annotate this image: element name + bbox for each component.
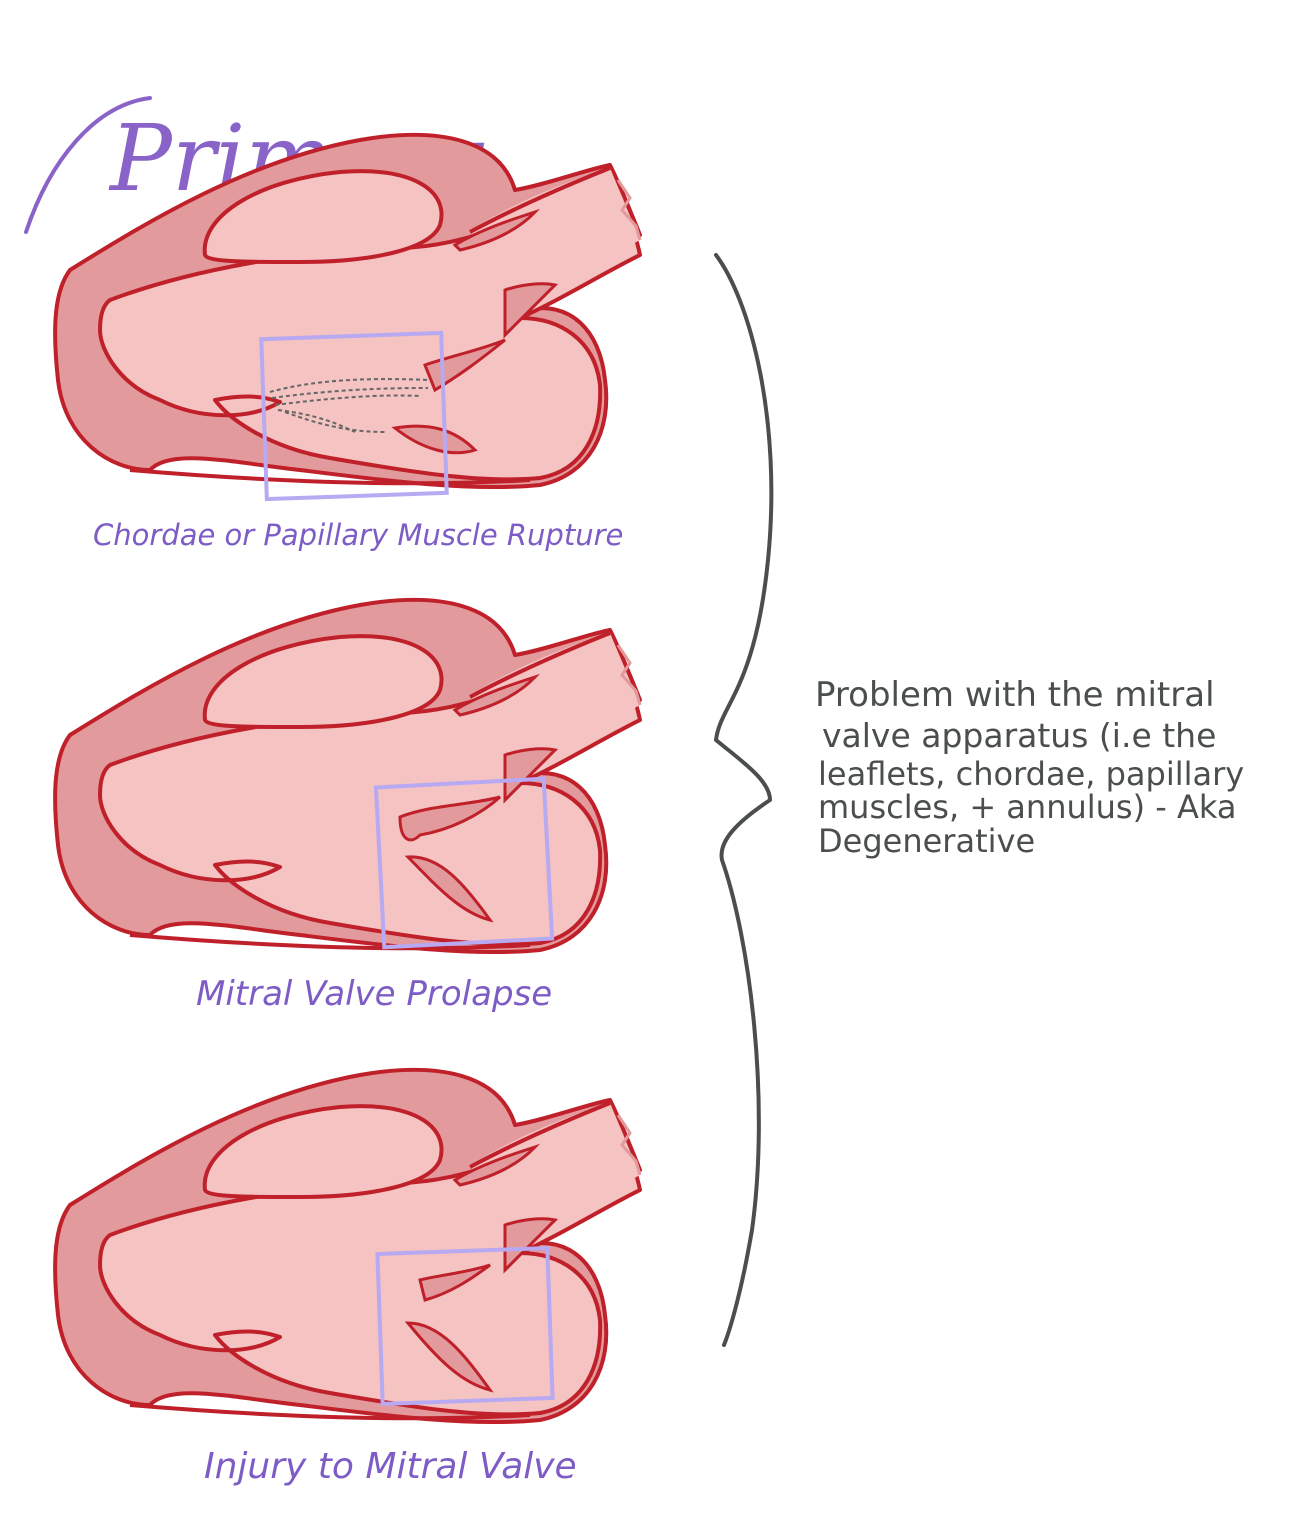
mitral-leaflet-upper — [423, 338, 506, 393]
prolapsed-leaflet-upper — [398, 795, 502, 842]
title-swash — [24, 96, 152, 234]
note-line-2: valve apparatus (i.e the — [822, 716, 1216, 755]
prolapsed-leaflet-lower — [404, 855, 494, 923]
heart-diagram-mitral-injury: Injury to Mitral Valve — [53, 1067, 642, 1487]
curly-brace — [714, 253, 774, 1347]
mitral-leaflet-lower — [391, 424, 478, 455]
note-line-4: muscles, + annulus) - Aka — [818, 788, 1236, 826]
caption-mitral-injury: Injury to Mitral Valve — [204, 1446, 577, 1487]
ruptured-chordae — [269, 378, 431, 433]
injured-leaflet-lower — [404, 1321, 494, 1393]
heart-diagram-chordae-rupture: Chordae or Papillary Muscle Rupture — [53, 132, 642, 552]
highlight-box-mitral — [373, 776, 555, 950]
caption-mitral-prolapse: Mitral Valve Prolapse — [196, 974, 552, 1014]
heart-diagram-mitral-prolapse: Mitral Valve Prolapse — [53, 597, 642, 1014]
caption-chordae-rupture: Chordae or Papillary Muscle Rupture — [93, 518, 623, 552]
injured-leaflet-upper — [418, 1263, 491, 1302]
highlight-box-mitral — [375, 1246, 555, 1406]
note-line-5: Degenerative — [818, 822, 1035, 860]
highlight-box-mitral — [259, 330, 449, 502]
note-line-1: Problem with the mitral — [815, 675, 1215, 715]
explanatory-note: Problem with the mitral valve apparatus … — [815, 675, 1244, 860]
note-line-3: leaflets, chordae, papillary — [818, 755, 1244, 793]
